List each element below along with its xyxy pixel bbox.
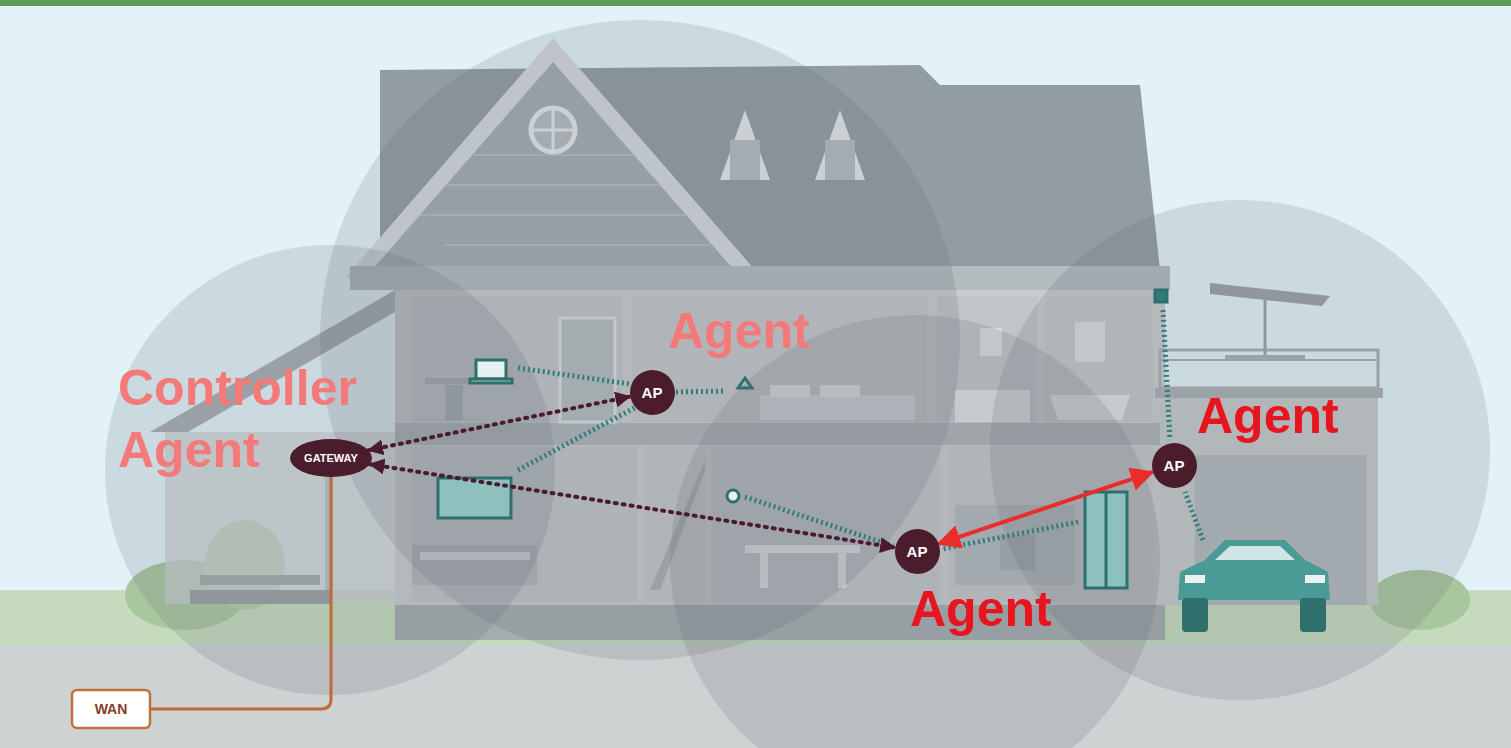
role-label: Agent: [668, 300, 868, 362]
devices-part: [727, 490, 739, 502]
devices-part: [1085, 492, 1127, 588]
node-label: AP: [642, 384, 663, 401]
device-links-part: [676, 391, 725, 392]
node-label: GATEWAY: [304, 452, 358, 464]
device-links-part: [1163, 310, 1170, 440]
car: [1178, 540, 1330, 632]
node-label: AP: [907, 543, 928, 560]
access-point: APAgent: [895, 529, 940, 574]
devices-part: [470, 379, 512, 383]
devices-part: [1155, 290, 1167, 302]
node-text-holder: AP: [630, 370, 675, 415]
node-text-holder: AP: [1152, 443, 1197, 488]
node-label: WAN: [95, 701, 128, 717]
node-text-holder: WAN: [71, 689, 151, 729]
device-links-part: [518, 368, 630, 384]
mesh-backhaul-link: [368, 397, 629, 451]
access-point-shape: [895, 529, 940, 574]
gateway-node-shape: [290, 439, 372, 477]
node-label: AP: [1164, 457, 1185, 474]
access-point-shape: [1152, 443, 1197, 488]
access-point-shape: [630, 370, 675, 415]
access-point: APAgent: [630, 370, 675, 415]
car-part: [1300, 598, 1326, 632]
mesh-backhaul-link: [370, 464, 895, 547]
devices: [438, 290, 1167, 588]
coverage-circles-part: [990, 200, 1490, 700]
devices-part: [738, 378, 752, 388]
role-label: Controller Agent: [118, 357, 373, 481]
car-part: [1178, 540, 1330, 600]
devices-part: [476, 360, 506, 379]
car-part: [1182, 598, 1208, 632]
sky-part: [0, 0, 1511, 6]
wan-box-shape: [72, 690, 150, 728]
device-links: [518, 310, 1203, 549]
car-part: [1215, 546, 1295, 560]
device-links-part: [1185, 492, 1203, 540]
access-point: APAgent: [1152, 443, 1197, 488]
node-text-holder: GATEWAY: [290, 439, 372, 477]
wan-box: WAN: [71, 689, 151, 729]
wan-cable: [151, 477, 331, 709]
coverage-circles: [105, 20, 1490, 748]
role-label: Agent: [1197, 385, 1397, 447]
role-label: Agent: [910, 578, 1110, 640]
device-links-part: [745, 497, 893, 546]
car-part: [1185, 575, 1205, 583]
agent-link-arrow: [938, 472, 1152, 544]
node-text-holder: AP: [895, 529, 940, 574]
devices-part: [1105, 492, 1108, 588]
gateway-node: GATEWAYController Agent: [290, 439, 372, 477]
car-part: [1305, 575, 1325, 583]
